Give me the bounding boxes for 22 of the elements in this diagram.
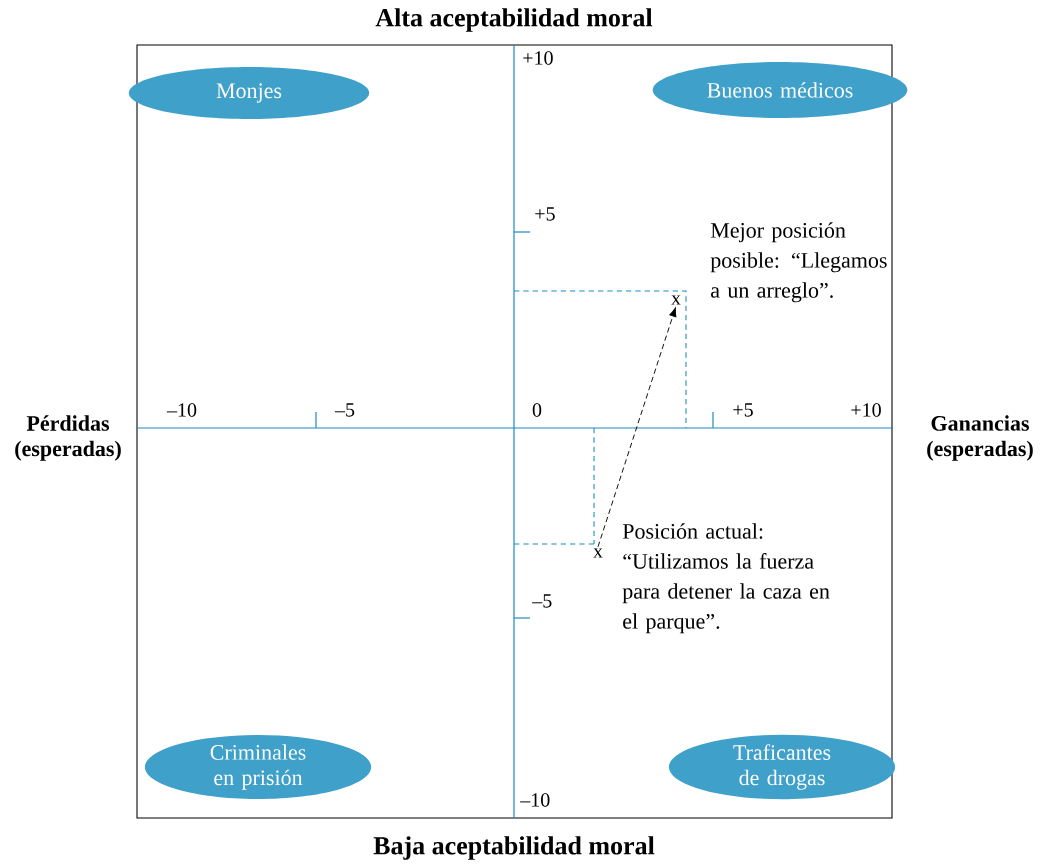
tick-label: –5	[334, 403, 355, 417]
tick-label: –5	[532, 594, 552, 608]
tick-label: –10	[520, 793, 550, 807]
annotation-text: Mejor posición posible: “Llegamos a un arreglo”.	[710, 222, 887, 303]
axis-title: Alta aceptabilidad moral	[375, 8, 653, 32]
arrow	[597, 307, 677, 548]
annotation-text: Posición actual: “Utilizamos la fuerza para detener la caza en el parque”.	[622, 523, 830, 634]
axis-title: Ganancias (esperadas)	[927, 415, 1033, 461]
tick-label: 0	[532, 403, 542, 417]
ellipse-node: Buenos médicos	[652, 62, 908, 118]
point-marker: x	[671, 295, 681, 305]
ellipse-node: Monjes	[128, 67, 370, 119]
axis-title: Pérdidas (esperadas)	[15, 415, 121, 461]
axis-title: Baja aceptabilidad moral	[373, 836, 655, 860]
ellipse-node: Traficantes de drogas	[668, 734, 896, 800]
tick-label: +10	[523, 51, 553, 65]
tick-label: –10	[166, 403, 197, 417]
tick-label: +10	[851, 403, 881, 417]
tick-label: +5	[733, 403, 753, 417]
point-marker: x	[593, 548, 603, 558]
tick-label: +5	[535, 207, 555, 221]
ellipse-node: Criminales en prisión	[144, 735, 372, 799]
